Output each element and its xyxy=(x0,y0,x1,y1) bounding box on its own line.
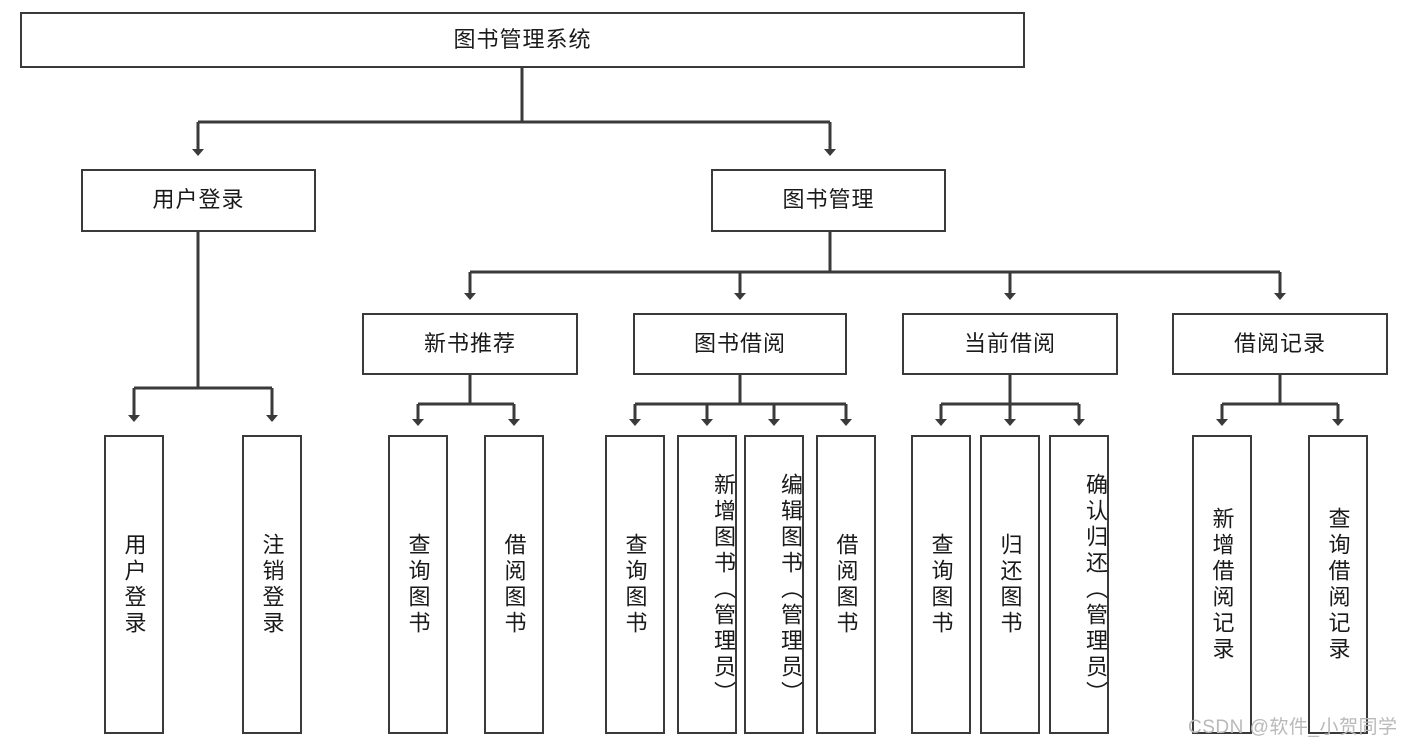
node-label: 查询借阅记录 xyxy=(1325,506,1351,663)
node-label: 归还图书 xyxy=(997,532,1023,637)
leaf-new-book-borrow-book[interactable]: 借阅图书 xyxy=(484,435,544,734)
leaf-current-borrow-confirm-return-admin[interactable]: 确认归还（管理员） xyxy=(1049,435,1109,734)
leaf-book-borrow-add-book-admin[interactable]: 新增图书（管理员） xyxy=(677,435,737,734)
leaf-borrow-record-query-record[interactable]: 查询借阅记录 xyxy=(1308,435,1368,734)
node-label: 查询图书 xyxy=(405,532,431,637)
node-book-management[interactable]: 图书管理 xyxy=(711,169,946,232)
node-label: 用户登录 xyxy=(152,187,245,213)
node-label: 确认归还（管理员） xyxy=(1083,472,1108,707)
node-label: 编辑图书（管理员） xyxy=(778,472,803,707)
leaf-user-login-login[interactable]: 用户登录 xyxy=(104,435,164,734)
leaf-book-borrow-edit-book-admin[interactable]: 编辑图书（管理员） xyxy=(744,435,804,734)
node-label: 图书管理 xyxy=(782,187,875,213)
leaf-new-book-query-book[interactable]: 查询图书 xyxy=(388,435,448,734)
node-label: 借阅图书 xyxy=(501,532,527,637)
node-label: 查询图书 xyxy=(928,532,954,637)
node-label: 新增图书（管理员） xyxy=(711,472,736,707)
leaf-borrow-record-add-record[interactable]: 新增借阅记录 xyxy=(1192,435,1252,734)
node-label: 图书管理系统 xyxy=(453,26,592,52)
node-label: 查询图书 xyxy=(622,532,648,637)
leaf-book-borrow-borrow-book[interactable]: 借阅图书 xyxy=(816,435,876,734)
node-user-login[interactable]: 用户登录 xyxy=(81,169,316,232)
node-book-borrow[interactable]: 图书借阅 xyxy=(633,313,847,375)
node-current-borrow[interactable]: 当前借阅 xyxy=(902,313,1118,375)
leaf-current-borrow-return-book[interactable]: 归还图书 xyxy=(980,435,1040,734)
node-label: 图书借阅 xyxy=(693,330,786,356)
leaf-current-borrow-query-book[interactable]: 查询图书 xyxy=(911,435,971,734)
node-label: 新书推荐 xyxy=(423,330,516,356)
node-label: 新增借阅记录 xyxy=(1209,506,1235,663)
leaf-user-login-logout[interactable]: 注销登录 xyxy=(242,435,302,734)
csdn-watermark: CSDN @软件_小贺同学 xyxy=(1188,717,1398,738)
node-new-book-recommend[interactable]: 新书推荐 xyxy=(362,313,578,375)
node-label: 借阅图书 xyxy=(833,532,859,637)
node-borrow-record[interactable]: 借阅记录 xyxy=(1172,313,1388,375)
node-root-book-management-system[interactable]: 图书管理系统 xyxy=(20,12,1025,68)
node-label: 注销登录 xyxy=(259,532,285,637)
node-label: 当前借阅 xyxy=(963,330,1056,356)
node-label: 用户登录 xyxy=(121,532,147,637)
leaf-book-borrow-query-book[interactable]: 查询图书 xyxy=(605,435,665,734)
node-label: 借阅记录 xyxy=(1233,330,1326,356)
